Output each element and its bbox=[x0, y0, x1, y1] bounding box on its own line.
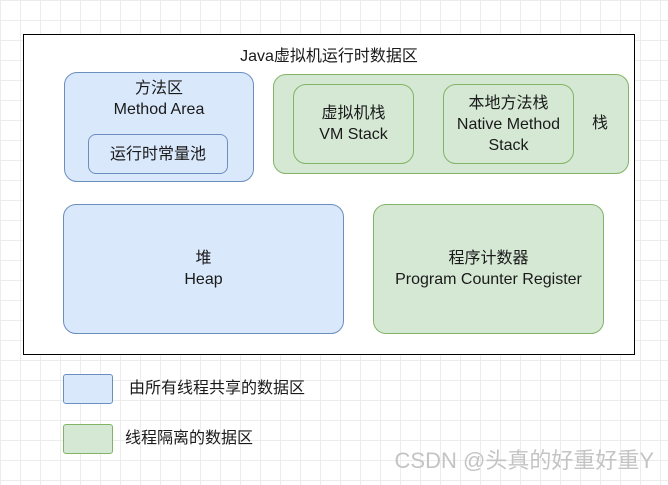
native-stack-name-en-line2: Stack bbox=[488, 136, 529, 154]
csdn-watermark: CSDN @头真的好重好重Y bbox=[394, 448, 654, 473]
native-stack-name-en-line1: Native Method bbox=[456, 115, 561, 133]
vm-stack-name-cn: 虚拟机栈 bbox=[321, 105, 386, 122]
method-area-label: 方法区 Method Area bbox=[64, 78, 254, 120]
program-counter-register-box: 程序计数器 Program Counter Register bbox=[373, 204, 604, 334]
legend-swatch-isolated bbox=[63, 424, 113, 454]
heap-name-cn: 堆 bbox=[195, 250, 212, 267]
vm-stack-name-en: VM Stack bbox=[319, 126, 388, 143]
runtime-constant-pool-label: 运行时常量池 bbox=[109, 145, 206, 163]
heap-name-en: Heap bbox=[184, 271, 223, 288]
vm-stack-box: 虚拟机栈 VM Stack bbox=[293, 84, 414, 164]
legend-label-isolated: 线程隔离的数据区 bbox=[125, 430, 254, 447]
runtime-constant-pool-box: 运行时常量池 bbox=[88, 134, 228, 174]
pc-register-name-en: Program Counter Register bbox=[395, 271, 582, 288]
legend-label-shared: 由所有线程共享的数据区 bbox=[129, 380, 306, 397]
method-area-name-en: Method Area bbox=[113, 101, 205, 118]
pc-register-name-cn: 程序计数器 bbox=[448, 250, 529, 267]
legend-swatch-shared bbox=[63, 374, 113, 404]
native-stack-name-cn: 本地方法栈 bbox=[468, 94, 549, 112]
stack-label: 栈 bbox=[591, 115, 608, 132]
native-method-stack-box: 本地方法栈 Native Method Stack bbox=[443, 84, 574, 164]
method-area-name-cn: 方法区 bbox=[134, 80, 183, 97]
diagram-title: Java虚拟机运行时数据区 bbox=[240, 48, 418, 65]
heap-box: 堆 Heap bbox=[63, 204, 344, 334]
